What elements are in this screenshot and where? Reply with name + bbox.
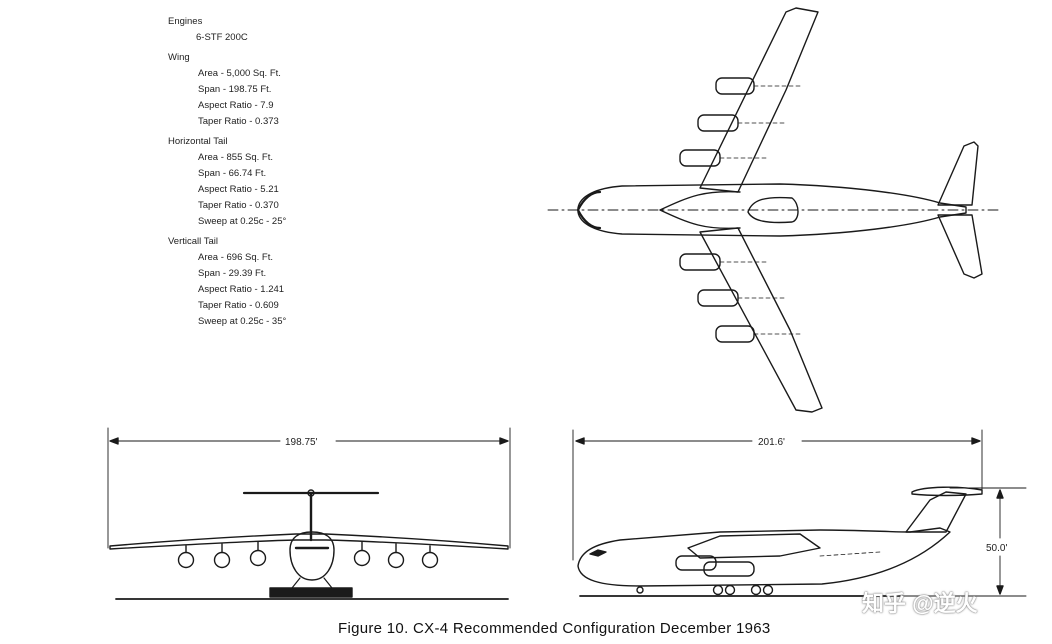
engine-pod [715,325,755,343]
figure-caption: Figure 10. CX-4 Recommended Configuratio… [338,620,771,637]
front-view-engine [177,551,195,569]
side-view-fuselage [577,527,951,587]
spec-wing-item: Aspect Ratio - 7.9 [198,100,274,111]
engine-pod [679,253,721,271]
arrow-head [971,437,981,445]
spec-htail-item: Span - 66.74 Ft. [198,168,267,179]
spec-list: Engines 6-STF 200C Wing Area - 5,000 Sq.… [168,14,286,334]
side-view-wheel [762,584,774,596]
side-view-wheel [636,586,644,594]
spec-vtail-item: Span - 29.39 Ft. [198,268,267,279]
front-view-gear-strut [323,577,333,589]
engine-pod [715,77,755,95]
spec-wing-item: Area - 5,000 Sq. Ft. [198,68,281,79]
top-view-wingbox [747,196,799,224]
top-view-htail-upper [937,141,979,206]
spec-wing-item: Taper Ratio - 0.373 [198,116,279,127]
spec-vtail-item: Sweep at 0.25c - 35° [198,316,287,327]
spec-engines: Engines 6-STF 200C [168,14,286,46]
front-view-engine [249,549,267,567]
spec-engines-value: 6-STF 200C [196,32,248,43]
front-view-wing [109,533,509,550]
side-view-fairing [819,551,881,557]
side-height-label: 50.0' [986,543,1007,554]
front-view-tail-hub [307,489,315,497]
front-view-fuselage [289,531,335,581]
spec-engines-title: Engines [168,16,203,27]
spec-vtail-title: Verticall Tail [168,236,218,247]
spec-htail-item: Taper Ratio - 0.370 [198,200,279,211]
arrow-head [575,437,585,445]
front-view-engine [421,551,439,569]
side-view [572,429,1027,597]
spec-vtail-item: Taper Ratio - 0.609 [198,300,279,311]
front-view [107,427,511,600]
top-view-fuselage [577,183,967,237]
spec-wing: Wing Area - 5,000 Sq. Ft. Span - 198.75 … [168,50,286,130]
side-view-vtail [905,491,967,533]
spec-wing-item: Span - 198.75 Ft. [198,84,272,95]
side-view-wing [687,533,821,559]
arrow-head [499,437,509,445]
front-view-engine [353,549,371,567]
top-view-cockpit [576,190,602,230]
spec-htail-item: Sweep at 0.25c - 25° [198,216,287,227]
watermark: 知乎 @逆火 [862,591,978,616]
front-span-label: 198.75' [285,437,318,448]
spec-wing-title: Wing [168,52,190,63]
spec-htail-title: Horizontal Tail [168,136,228,147]
arrow-head [996,489,1004,499]
spec-htail-item: Area - 855 Sq. Ft. [198,152,273,163]
side-view-wheel [712,584,724,596]
side-view-wheel [750,584,762,596]
side-view-engine [703,561,755,577]
side-view-wheel [724,584,736,596]
top-view [547,7,1001,413]
front-view-engine [387,551,405,569]
side-length-label: 201.6' [758,437,785,448]
arrow-head [109,437,119,445]
side-view-cockpit [589,549,607,557]
spec-vtail-item: Aspect Ratio - 1.241 [198,284,285,295]
top-view-htail-lower [937,214,983,279]
arrow-head [996,585,1004,595]
spec-vtail-item: Area - 696 Sq. Ft. [198,252,273,263]
side-view-htail [911,486,983,497]
spec-horizontal-tail: Horizontal Tail Area - 855 Sq. Ft. Span … [168,134,286,230]
top-view-wing-fillet [659,190,741,230]
spec-htail-item: Aspect Ratio - 5.21 [198,184,279,195]
front-view-engine [213,551,231,569]
front-view-gear-strut [291,577,301,589]
side-view-engine [675,555,717,571]
spec-vertical-tail: Verticall Tail Area - 696 Sq. Ft. Span -… [168,234,286,330]
front-view-gear [269,587,353,598]
